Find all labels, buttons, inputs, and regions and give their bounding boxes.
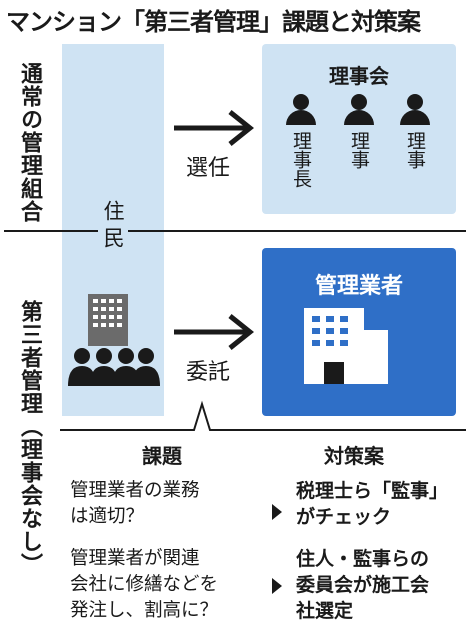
role-director: 理事 <box>348 131 370 169</box>
triangle-right-icon <box>272 578 282 594</box>
board-member-2: 理事 <box>344 94 374 169</box>
issue-header: 課題 <box>142 444 182 468</box>
role-director: 理事 <box>404 131 426 169</box>
measure-line: がチェック <box>296 506 392 528</box>
measure-line: 委員会が施工会 <box>296 574 430 596</box>
issue-line: 発注し、割高に？ <box>70 600 219 621</box>
person-icon <box>286 94 316 125</box>
section-divider <box>4 230 466 232</box>
issue-line: 管理業者の業務 <box>70 480 200 501</box>
triangle-right-icon <box>272 504 282 520</box>
measure-line: 住人・監事らの <box>296 548 430 570</box>
measure-2: 住人・監事らの 委員会が施工会 社選定 <box>296 546 429 624</box>
measure-1: 税理士ら「監事」 がチェック <box>296 478 448 530</box>
person-icon <box>344 94 374 125</box>
section-label-third-party: 第三者管理（理事会なし） <box>17 300 42 576</box>
role-chairman: 理事長 <box>290 131 312 188</box>
board-title: 理事会 <box>329 64 389 88</box>
issue-line: 管理業者が関連 <box>70 548 200 569</box>
arrow-right-icon <box>174 314 254 350</box>
arrow-right-icon <box>174 110 254 146</box>
section-label-normal: 通常の管理組合 <box>17 62 42 223</box>
measure-header: 対策案 <box>324 444 384 468</box>
person-icon <box>400 94 430 125</box>
manager-title: 管理業者 <box>314 274 403 299</box>
page-title: マンション「第三者管理」課題と対策案 <box>6 8 421 36</box>
board-member-3: 理事 <box>400 94 430 169</box>
issue-line: 会社に修繕などを <box>70 574 219 595</box>
apartment-building-icon <box>88 294 128 346</box>
measure-line: 税理士ら「監事」 <box>296 480 449 502</box>
issue-1: 管理業者の業務 は適切？ <box>70 478 200 530</box>
issue-line: は適切？ <box>70 506 145 527</box>
issue-2: 管理業者が関連 会社に修繕などを 発注し、割高に？ <box>70 546 218 624</box>
entrust-label: 委託 <box>186 360 231 385</box>
resident-label: 住民 <box>98 196 128 258</box>
appoint-label: 選任 <box>186 156 231 181</box>
callout-line <box>60 400 466 431</box>
board-box <box>262 44 456 214</box>
board-member-1: 理事長 <box>286 94 316 188</box>
crowd-icon <box>68 348 160 386</box>
measure-line: 社選定 <box>296 600 354 622</box>
office-building-icon <box>304 308 388 384</box>
